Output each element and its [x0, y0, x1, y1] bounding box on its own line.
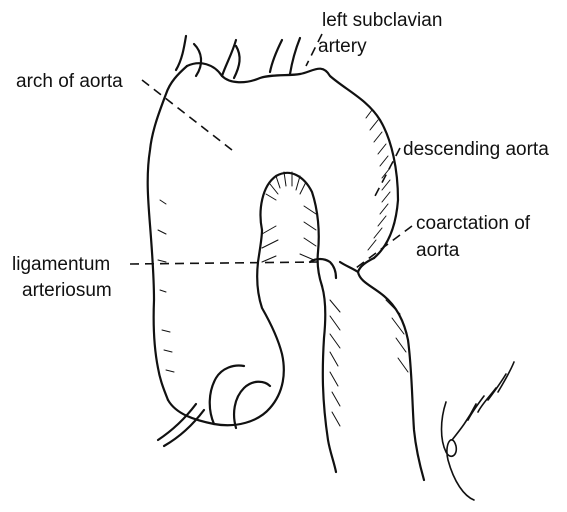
- label-ligamentum-arteriosum-line1: ligamentum: [12, 254, 110, 275]
- labels: left subclavian artery arch of aorta des…: [12, 10, 549, 301]
- label-coarctation-of-aorta-line1: coarctation of: [416, 213, 531, 234]
- branch-vessel-3: [222, 40, 236, 76]
- leader-arch-of-aorta: [142, 80, 232, 150]
- branch-vessel-4: [234, 46, 240, 78]
- label-ligamentum-arteriosum-line2: arteriosum: [22, 280, 112, 301]
- label-arch-of-aorta: arch of aorta: [16, 71, 123, 92]
- branch-vessel-6: [290, 38, 300, 74]
- branch-vessel-5: [270, 40, 282, 72]
- branch-vessel-2: [194, 44, 201, 76]
- label-left-subclavian-artery-line1: left subclavian: [322, 10, 442, 31]
- coarctation-notch: [340, 262, 358, 272]
- label-descending-aorta: descending aorta: [403, 139, 549, 160]
- branch-vessel-1: [176, 36, 186, 70]
- arch-left-shading: [158, 200, 174, 372]
- aortic-root: [168, 230, 284, 425]
- descending-aorta-shading: [330, 110, 408, 426]
- label-left-subclavian-artery-line2: artery: [318, 36, 367, 57]
- arch-outline-left: [148, 66, 187, 400]
- aorta-illustration: [148, 36, 514, 500]
- small-vessel: [158, 404, 204, 446]
- leader-ligamentum: [130, 262, 318, 264]
- artist-signature: [442, 362, 515, 500]
- arch-outline-top: [187, 63, 398, 258]
- descending-wall-right: [358, 258, 424, 480]
- label-coarctation-of-aorta-line2: aorta: [416, 240, 460, 261]
- leader-coarctation: [356, 226, 412, 268]
